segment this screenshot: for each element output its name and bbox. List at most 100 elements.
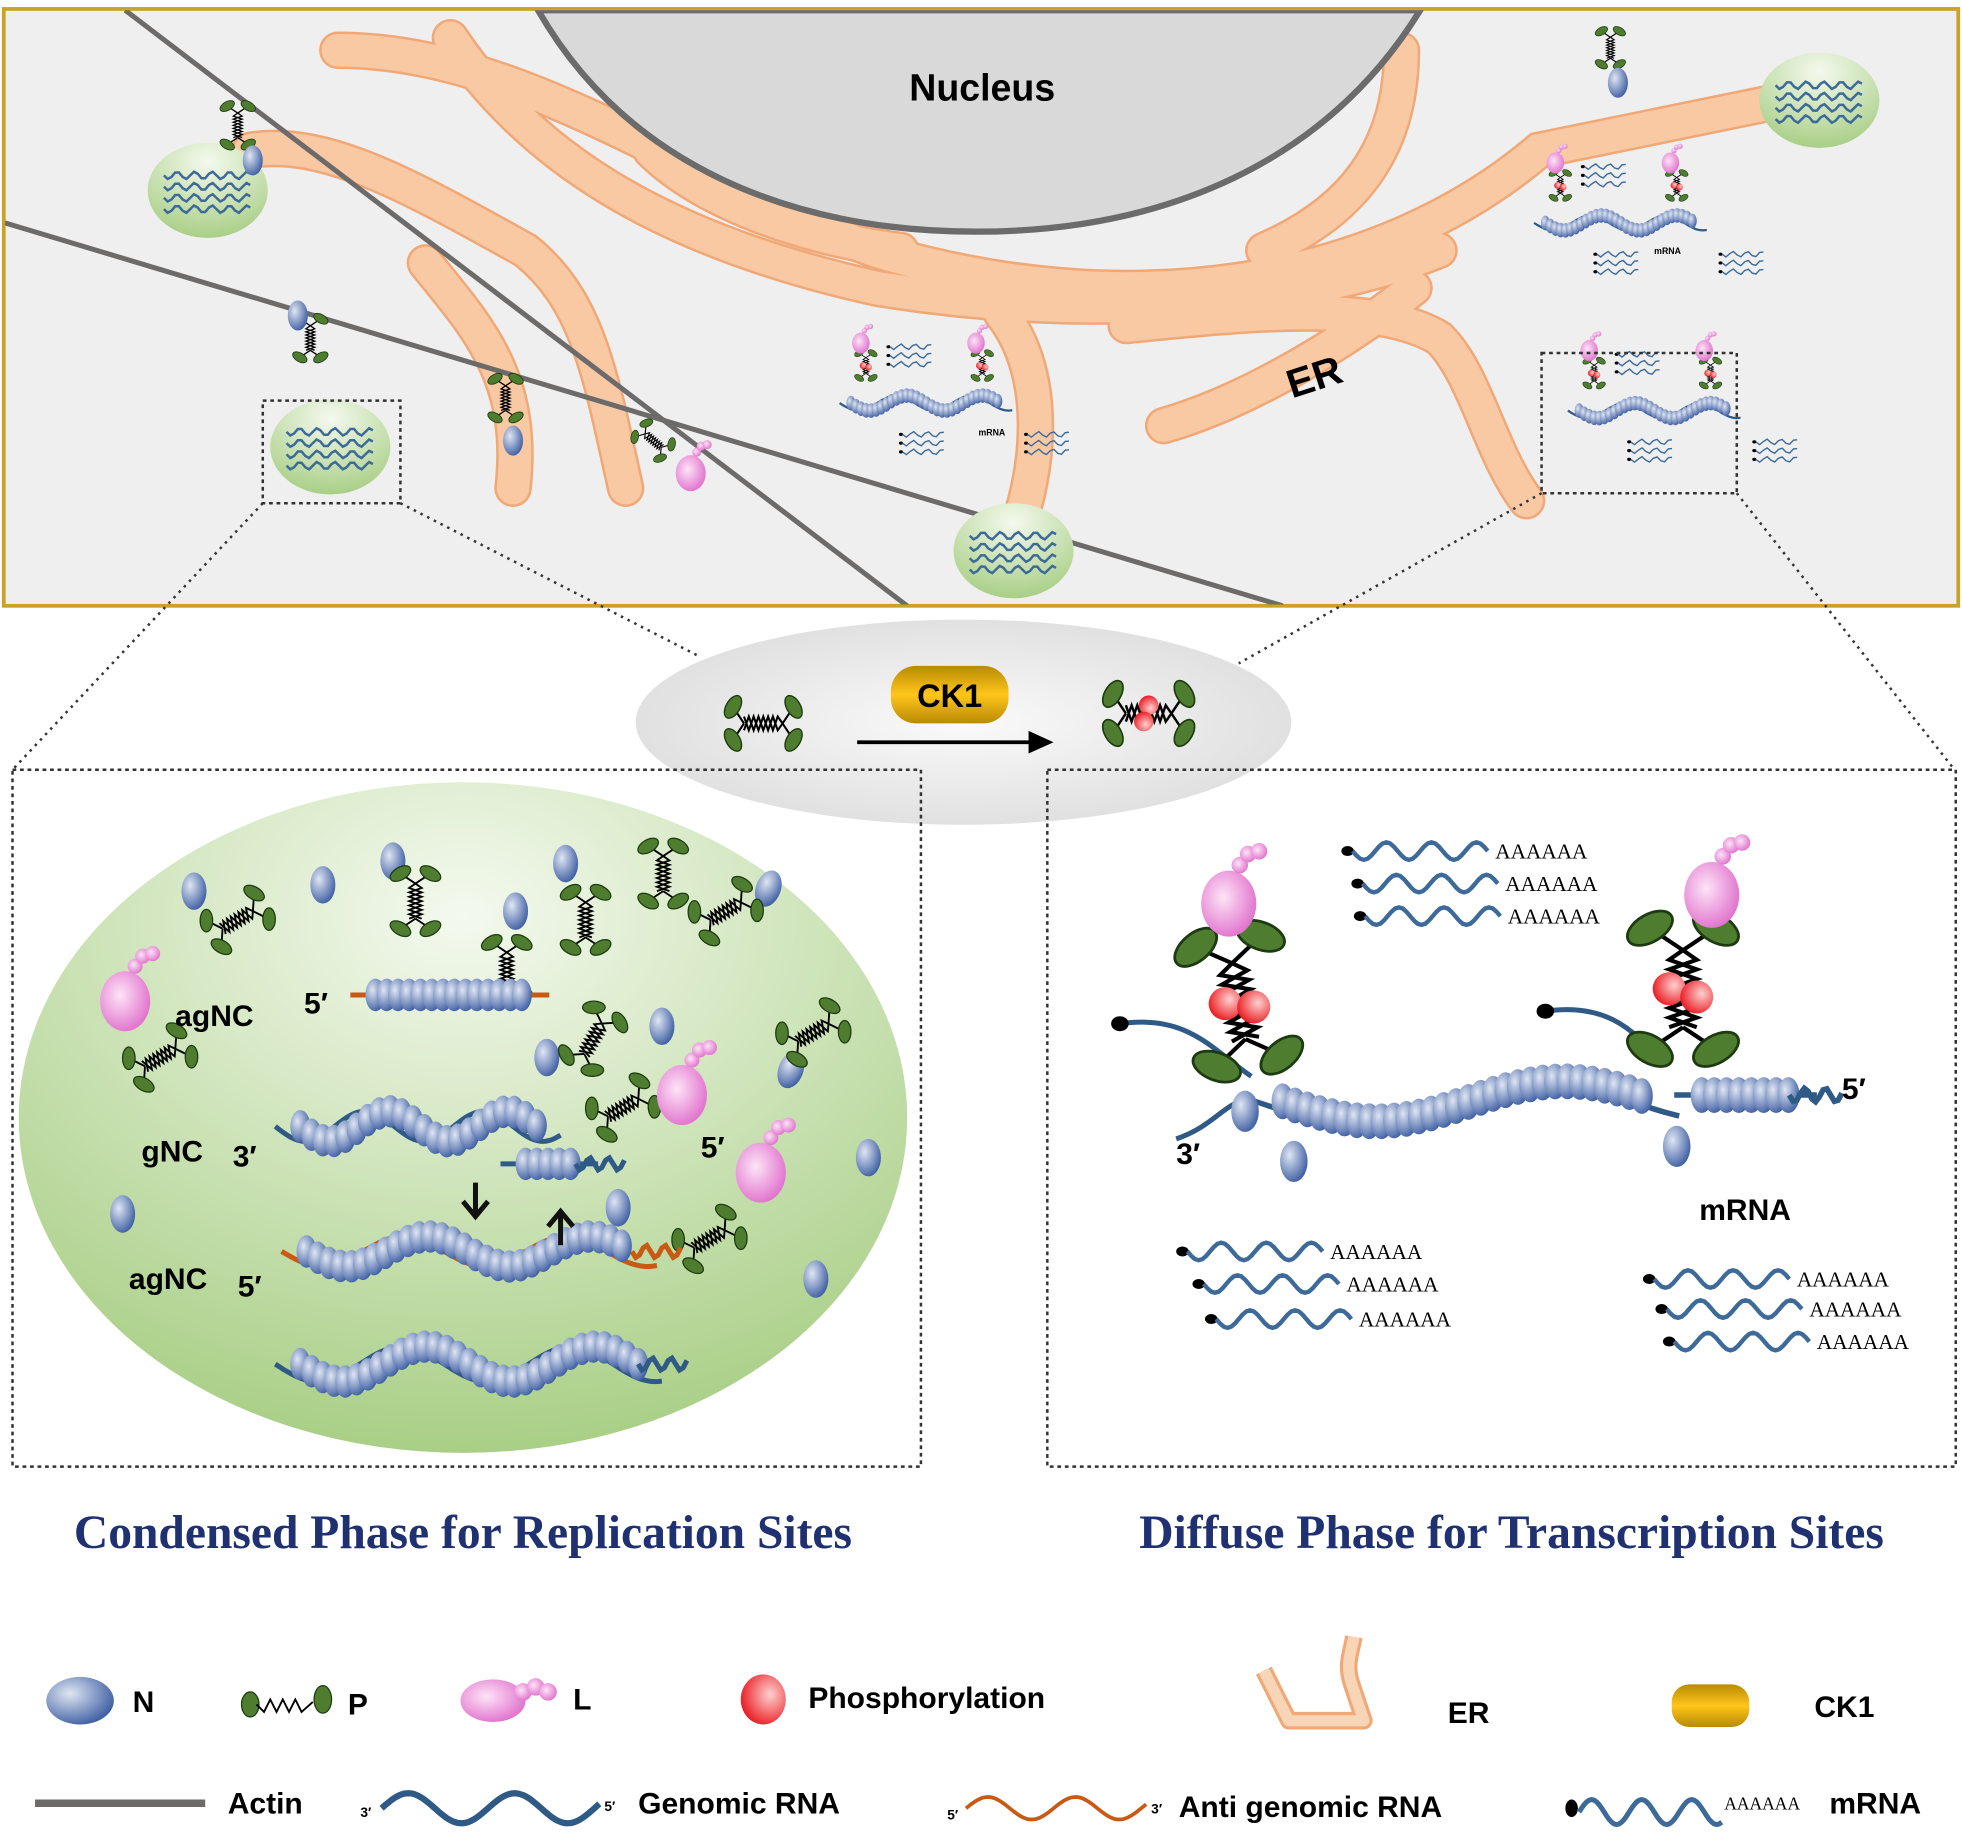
nucleoprotein-icon xyxy=(1280,1140,1308,1183)
mini-condensate xyxy=(147,142,268,238)
cell-overview: Nucleus ER mRNA mRNA xyxy=(1,7,1961,608)
nucleoprotein-icon xyxy=(553,844,579,883)
mrna-transcript xyxy=(886,351,932,360)
agnc-label: agNC xyxy=(129,1263,207,1296)
phosphate-dot-icon xyxy=(859,362,867,369)
phosphate-dot-icon xyxy=(1237,990,1271,1024)
phosphate-dot-icon xyxy=(1709,371,1717,379)
mrna-transcript xyxy=(1593,250,1639,258)
five-prime-label: 5′ xyxy=(238,1271,262,1304)
polya-tail-label: AAAAAA xyxy=(1817,1330,1910,1354)
polymerase-icon xyxy=(460,1679,526,1722)
mrna-transcript xyxy=(898,430,944,439)
mrna-transcript xyxy=(1718,268,1764,276)
svg-text:mRNA: mRNA xyxy=(1829,1787,1921,1820)
mrna-transcript: AAAAAA xyxy=(1353,905,1601,929)
polya-tail-label: AAAAAA xyxy=(1508,905,1601,929)
mrna-transcript xyxy=(1593,259,1639,267)
ck1-enzyme xyxy=(890,665,1009,724)
mrna-transcript xyxy=(1593,268,1639,276)
antigenomic-rna-icon xyxy=(964,1795,1148,1822)
zoom-box-diffuse xyxy=(1540,351,1739,495)
legend-item-mrna: AAAAAA mRNA xyxy=(1565,1787,1921,1828)
polymerase-icon xyxy=(852,323,874,354)
mrna-transcript xyxy=(898,448,944,456)
agnc-label: agNC xyxy=(175,1000,253,1033)
mini-transcription-site xyxy=(839,323,1070,456)
phosphoprotein-icon xyxy=(1173,918,1305,1084)
polymerase-icon xyxy=(1546,143,1568,174)
svg-text:AAAAAA: AAAAAA xyxy=(1724,1794,1800,1814)
mrna-transcript: AAAAAA xyxy=(1642,1268,1890,1292)
phosphoprotein-icon xyxy=(1626,909,1740,1068)
nucleoprotein-icon xyxy=(649,1007,675,1046)
mrna-transcript xyxy=(1718,259,1764,267)
svg-text:5′: 5′ xyxy=(604,1799,616,1814)
genomic-rna-icon xyxy=(379,1790,602,1827)
five-prime-label: 5′ xyxy=(701,1132,725,1165)
mrna-transcript xyxy=(1580,162,1626,171)
diffuse-phase-title: Diffuse Phase for Transcription Sites xyxy=(1139,1507,1884,1559)
mrna-transcript xyxy=(886,360,932,368)
svg-text:N: N xyxy=(133,1686,155,1719)
phosphoprotein-icon xyxy=(1594,26,1626,70)
phosphoprotein-icon xyxy=(723,694,803,752)
phosphate-dot-icon xyxy=(1670,181,1678,189)
condensed-phase-title: Condensed Phase for Replication Sites xyxy=(74,1507,852,1559)
mini-mrna-label: mRNA xyxy=(1654,246,1681,256)
mrna-transcript xyxy=(1752,438,1798,446)
svg-text:3′: 3′ xyxy=(1151,1801,1163,1816)
svg-text:L: L xyxy=(573,1683,591,1716)
nucleoprotein-icon xyxy=(181,872,207,910)
mrna-transcript xyxy=(1752,455,1798,464)
legend-item-ck1: CK1 xyxy=(1671,1684,1874,1727)
nucleoprotein-icon xyxy=(242,145,263,176)
phosphate-dot-icon xyxy=(1652,972,1686,1006)
phosphoprotein-icon xyxy=(559,883,612,956)
mrna-transcript xyxy=(1718,250,1764,258)
mini-nucleocapsid xyxy=(1567,395,1741,426)
polymerase-icon xyxy=(100,946,161,1032)
phosphate-dot-icon xyxy=(1134,711,1154,732)
nucleoprotein-icon xyxy=(534,1038,560,1077)
polymerase-icon xyxy=(656,1039,717,1126)
phosphoprotein-icon xyxy=(487,372,524,424)
nucleoprotein-icon xyxy=(287,300,308,331)
mini-mrna-label: mRNA xyxy=(978,428,1005,438)
legend-item-actin: Actin xyxy=(35,1787,303,1820)
legend-item-l: L xyxy=(460,1678,591,1722)
svg-text:ER: ER xyxy=(1448,1697,1490,1730)
legend-item-genomic-rna: 3′ 5′ Genomic RNA xyxy=(360,1787,840,1827)
phosphoprotein-icon xyxy=(199,884,276,956)
phosphate-dot-icon xyxy=(1704,369,1712,377)
legend-item-antigenomic-rna: 5′ 3′ Anti genomic RNA xyxy=(947,1791,1442,1824)
nucleoprotein-icon xyxy=(1662,1125,1691,1168)
ck1-icon xyxy=(1671,1684,1750,1727)
mini-nucleocapsid xyxy=(1533,208,1707,238)
phosphorylation-reaction: CK1 xyxy=(635,619,1292,825)
polya-tail-label: AAAAAA xyxy=(1797,1268,1890,1292)
phosphate-dot-icon xyxy=(1676,183,1683,191)
mini-condensate xyxy=(953,503,1074,599)
polymerase-icon xyxy=(967,323,989,354)
mini-transcription-site xyxy=(1533,143,1764,276)
nucleoprotein-icon xyxy=(803,1260,829,1298)
mrna-transcript: AAAAAA xyxy=(1341,840,1588,864)
phosphoprotein-icon xyxy=(240,1691,260,1718)
polya-tail-label: AAAAAA xyxy=(1495,840,1588,864)
mrna-transcript xyxy=(1614,368,1660,376)
nucleus xyxy=(534,10,1424,235)
polya-tail-label: AAAAAA xyxy=(1505,872,1598,896)
legend: N P L Phosphorylation ER CK1 Actin xyxy=(35,1635,1921,1828)
five-prime-label: 5′ xyxy=(304,988,328,1021)
phosphoprotein-icon xyxy=(1582,356,1606,390)
legend-item-p: P xyxy=(240,1685,368,1721)
nucleoprotein-icon xyxy=(110,1195,136,1233)
polymerase-icon xyxy=(1661,143,1683,174)
svg-text:3′: 3′ xyxy=(360,1805,372,1820)
phosphate-dot-icon xyxy=(1554,181,1561,189)
nucleoprotein-icon xyxy=(1231,1090,1259,1132)
diffuse-panel: AAAAAAAAAAAAAAAAAAAAAAAAAAAAAAAAAAAAAAAA… xyxy=(1111,834,1910,1559)
nucleoprotein-icon xyxy=(503,892,529,930)
polymerase-icon xyxy=(1684,834,1751,928)
